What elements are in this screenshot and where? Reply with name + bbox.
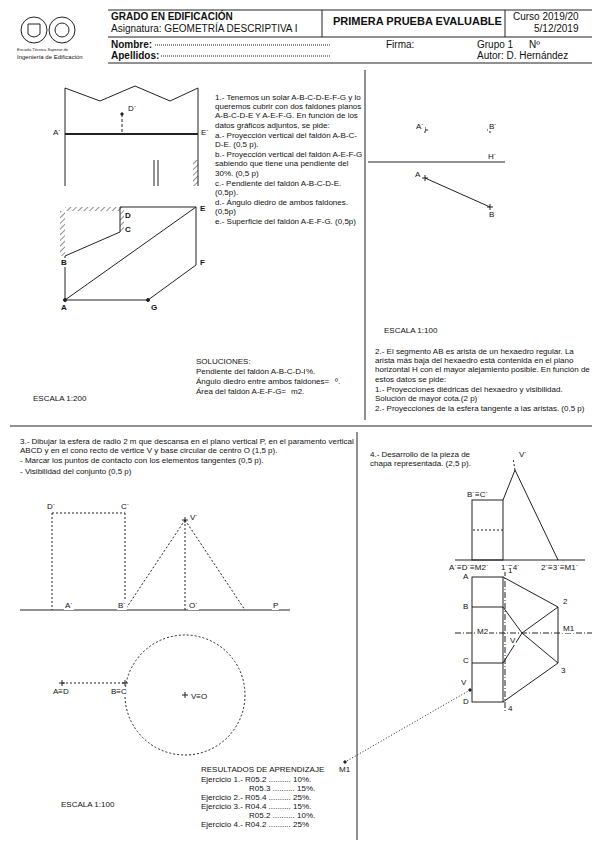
point-label: 3: [560, 666, 566, 675]
point-label: B´≡C´: [466, 490, 489, 499]
header-text: Curso 2019/20: [512, 11, 580, 23]
point-label: F: [199, 258, 206, 267]
point-label: V´: [189, 513, 199, 522]
point-label: Ejercicio 2.- R05.4 .......... 25%.: [200, 793, 312, 802]
header-text: Autor: D. Hernández: [476, 50, 569, 62]
point-label: C: [124, 225, 132, 234]
point-label: B´: [117, 601, 127, 610]
point-label: D: [462, 697, 470, 706]
point-label: A´≡D´≡M2´: [448, 563, 490, 572]
question-text: 4.- Desarrollo de la pieza de chapa repr…: [370, 450, 488, 469]
point-label: H´: [487, 152, 497, 161]
point-label: B: [60, 258, 68, 267]
point-label: D: [124, 211, 132, 220]
point-label: A: [60, 303, 68, 312]
point-label: B: [462, 602, 469, 611]
point-label: V´: [518, 450, 528, 459]
point-label: R05.3 .......... 15%.: [248, 784, 316, 793]
header-text: Nº: [528, 39, 541, 51]
point-label: E´: [200, 128, 210, 137]
question-text: 3.- Dibujar la esfera de radio 2 m que d…: [20, 437, 355, 477]
question-paragraph: - Visibilidad del conjunto (0,5 p): [20, 467, 355, 476]
header-text: 5/12/2019: [533, 23, 580, 35]
question-paragraph: 1.- Proyecciones diédricas del hexaedro …: [375, 385, 590, 403]
point-label: RESULTADOS DE APRENDIZAJE: [200, 765, 325, 774]
point-label: C´: [120, 502, 130, 511]
point-label: B´: [488, 122, 498, 131]
point-label: Ángulo diedro entre ambos faldones=: [195, 377, 330, 386]
question-paragraph: b.- Proyección vertical del faldón A-E-F…: [215, 150, 363, 178]
point-label: V≡O: [190, 692, 208, 701]
point-label: R05.2 .......... 10%.: [248, 811, 316, 820]
point-label: A≡D: [52, 687, 70, 696]
point-label: º.: [334, 377, 341, 386]
header-text: Asignatura: GEOMETRÍA DESCRIPTIVA I: [110, 23, 299, 35]
question-text: 2.- El segmento AB es arista de un hexae…: [375, 347, 590, 414]
point-label: C: [462, 656, 470, 665]
point-label: ESCALA 1:100: [383, 326, 438, 335]
point-label: B: [488, 210, 495, 219]
point-label: E: [199, 204, 206, 213]
question-text: 1.- Tenemos un solar A-B-C-D-E-F-G y lo …: [215, 93, 363, 228]
header-text: Firma:: [385, 39, 415, 51]
point-label: A´: [64, 601, 74, 610]
question-paragraph: - Marcar los puntos de contacto con los …: [20, 456, 355, 465]
point-label: M1: [562, 624, 575, 633]
question-paragraph: 1.- Tenemos un solar A-B-C-D-E-F-G y lo …: [215, 93, 363, 130]
point-label: O´: [188, 601, 199, 610]
point-label: A´: [52, 128, 62, 137]
point-label: 4: [507, 704, 513, 713]
point-label: B≡C: [110, 687, 128, 696]
point-label: Escuela Técnica Superior de: [16, 48, 69, 53]
point-label: SOLUCIONES:: [195, 357, 252, 366]
point-label: D´: [46, 502, 56, 511]
point-label: ESCALA 1:100: [60, 800, 115, 809]
point-label: A´: [415, 122, 425, 131]
point-label: Pendiente del faldón A-B-C-D-E=: [195, 367, 315, 376]
header-text: Nombre:: [110, 39, 153, 51]
question-paragraph: 2.- Proyecciones de la esfera tangente a…: [375, 404, 590, 413]
question-paragraph: c.- Pendiente del faldón A-B-C-D-E. (0,5…: [215, 179, 363, 197]
header-text: Apellidos:: [110, 50, 160, 62]
question-paragraph: a.- Proyección vertical del faldón A-B-C…: [215, 131, 363, 149]
point-label: Área del faldón A-E-F-G=: [195, 387, 287, 396]
point-label: P: [272, 601, 279, 610]
point-label: Ingeniería de Edificación: [16, 54, 84, 61]
header-text: Grupo 1: [476, 39, 514, 51]
point-label: D´: [127, 104, 137, 113]
exam-title: PRIMERA PRUEBA EVALUABLE: [333, 15, 502, 27]
header-text: GRADO EN EDIFICACIÓN: [110, 11, 234, 23]
point-label: 2´≡3´≡M1´: [540, 563, 579, 572]
point-label: G: [150, 303, 158, 312]
point-label: Ejercicio 4.- R04.2 .......... 25%: [200, 820, 310, 829]
point-label: M1: [338, 765, 351, 774]
point-label: 1: [507, 566, 513, 575]
point-label: %.: [305, 367, 316, 376]
question-paragraph: 3.- Dibujar la esfera de radio 2 m que d…: [20, 437, 355, 455]
point-label: A: [462, 572, 469, 581]
question-paragraph: e.- Superficie del faldón A-E-F-G. (0,5p…: [215, 217, 363, 226]
question-paragraph: 2.- El segmento AB es arista de un hexae…: [375, 347, 590, 384]
question-paragraph: 4.- Desarrollo de la pieza de chapa repr…: [370, 450, 488, 468]
point-label: ESCALA 1:200: [32, 394, 87, 403]
point-label: V: [460, 678, 467, 687]
point-label: V: [509, 636, 516, 645]
point-label: M2: [476, 627, 489, 636]
point-label: Ejercicio 1.- R05.2 .......... 10%.: [200, 775, 312, 784]
question-paragraph: d.- Ángulo diedro de ambos faldones. (0,…: [215, 198, 363, 216]
point-label: m2.: [290, 387, 305, 396]
point-label: Ejercicio 3.- R04.4 .......... 15%.: [200, 802, 312, 811]
point-label: A: [414, 170, 421, 179]
point-label: 2: [562, 597, 568, 606]
